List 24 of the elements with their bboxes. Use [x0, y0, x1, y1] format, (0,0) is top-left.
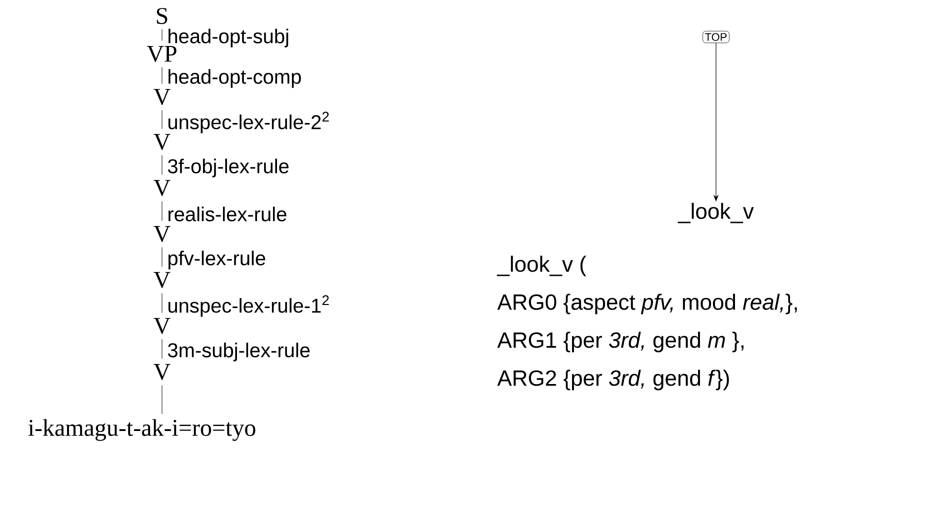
rule-label: head-opt-subj	[168, 28, 288, 48]
rule-label: realis-lex-rule	[168, 206, 286, 222]
rule-label: unspec-lex-rule-1$^{2}$	[168, 295, 329, 317]
predicate-text: ARG0 {aspect pfv, mood real,},	[497, 294, 797, 314]
rule-label: pfv-lex-rule	[168, 250, 266, 270]
rule-label: 3f-obj-lex-rule	[168, 158, 289, 178]
tree-node-label: V	[154, 272, 170, 288]
tree-node-label: V	[154, 180, 170, 196]
tree-node-label: S	[156, 8, 168, 24]
rule-label: head-opt-comp	[168, 69, 301, 88]
tree-node-label: V	[154, 88, 170, 106]
tree-node-label: V	[154, 364, 170, 380]
tree-node-label: V	[154, 134, 170, 150]
word-form: i-kamagu-t-ak-i=ro=tyo	[28, 419, 256, 441]
top-box: TOP	[702, 30, 730, 44]
predicate-text: _look_v (	[496, 256, 586, 276]
tree-node-label: V	[154, 318, 170, 334]
tree-node-label: VP	[146, 46, 176, 62]
tree-node-label: V	[154, 226, 170, 242]
predicate-label: _look_v	[678, 202, 754, 224]
predicate-text: ARG2 {per 3rd, gend f})	[497, 370, 729, 390]
predicate-text: ARG1 {per 3rd, gend m },	[497, 332, 744, 352]
rule-label: 3m-subj-lex-rule	[168, 342, 310, 362]
rule-label: unspec-lex-rule-2$^{2}$	[168, 112, 329, 134]
